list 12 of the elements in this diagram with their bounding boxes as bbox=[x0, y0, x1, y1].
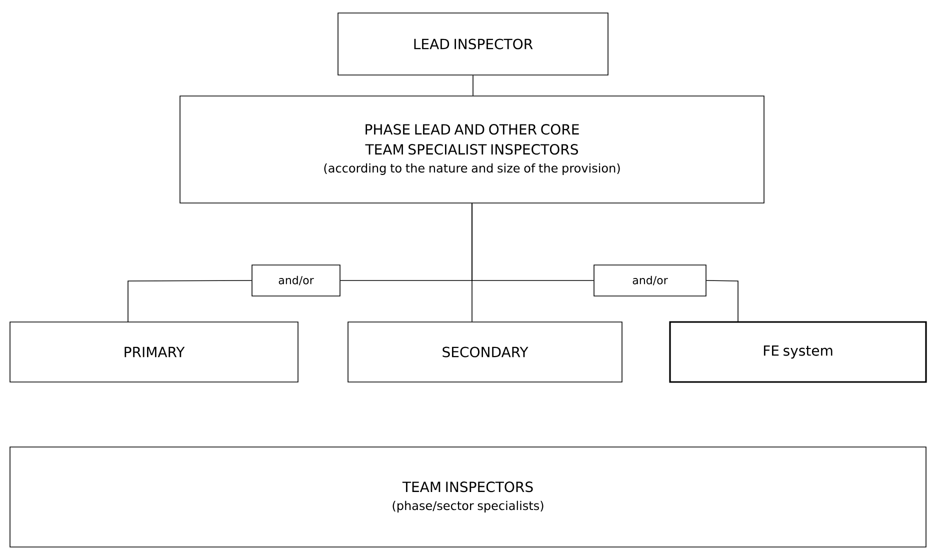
role-box: SECONDARY bbox=[348, 322, 622, 382]
role-box: FE system bbox=[669, 321, 927, 383]
connector-line bbox=[128, 280, 252, 322]
team-box: TEAM INSPECTORS (phase/sector specialists) bbox=[10, 446, 926, 548]
connector-box: and/or bbox=[252, 264, 340, 296]
group-box: PHASE LEAD AND OTHER CORE TEAM SPECIALIST INSPECTORS (according to the nature and size of the provision) bbox=[180, 96, 764, 204]
connector-line bbox=[706, 280, 738, 322]
connector-box: and/or bbox=[594, 264, 706, 296]
connector-line bbox=[472, 75, 474, 96]
role-box: PRIMARY bbox=[10, 322, 298, 382]
connector-line bbox=[472, 203, 594, 281]
title-box: LEAD INSPECTOR bbox=[338, 12, 608, 76]
